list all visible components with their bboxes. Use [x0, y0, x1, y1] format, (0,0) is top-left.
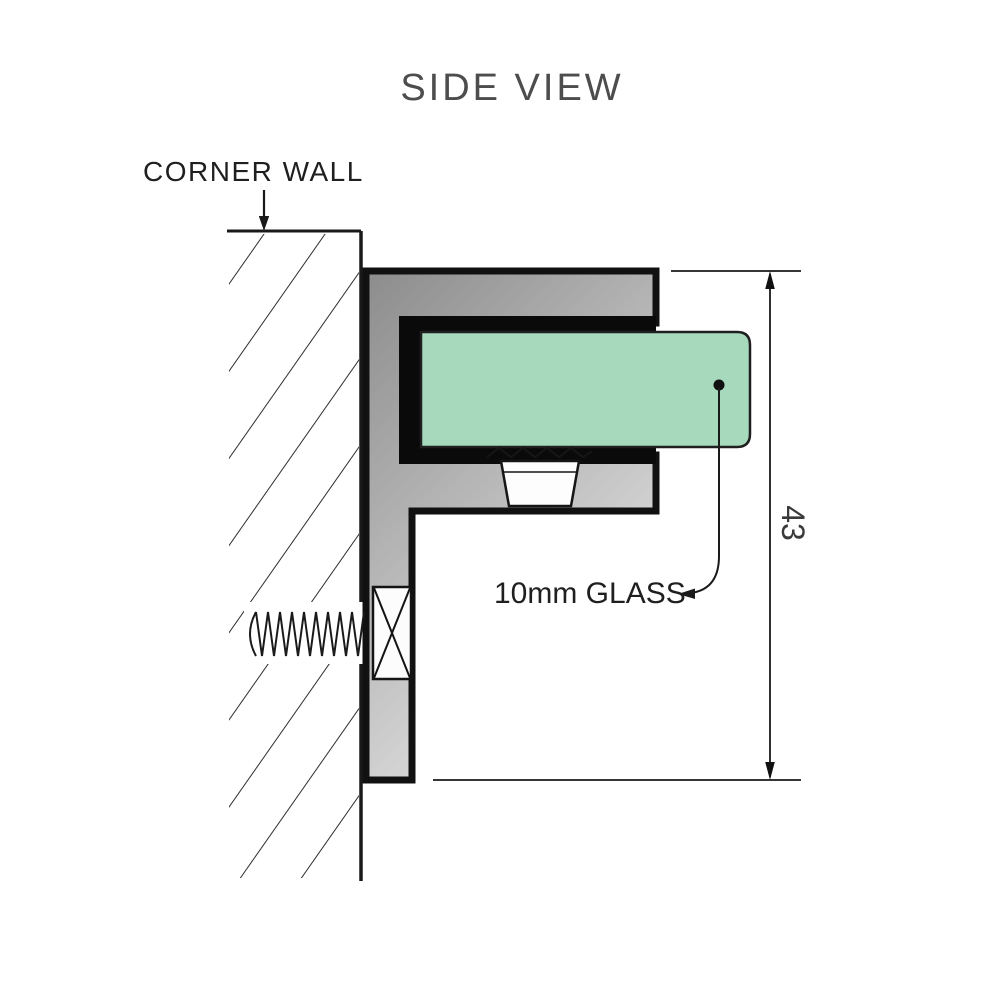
- up-arrowhead-icon: [765, 271, 775, 289]
- gasket-body: [499, 459, 581, 508]
- glass-callout: 10mm GLASS: [494, 379, 725, 610]
- wall: [227, 229, 363, 881]
- screw-anchor-diagonal-2: [373, 587, 411, 679]
- gasket-thread-line: [486, 446, 593, 459]
- down-arrowhead-icon-2: [765, 762, 775, 780]
- height-dimension: 43: [433, 270, 811, 781]
- left-arrowhead-icon: [678, 588, 695, 599]
- screw-tip: [249, 611, 257, 657]
- wall-hatching: [229, 234, 359, 878]
- leader-line: [687, 388, 720, 595]
- page-title: SIDE VIEW: [400, 67, 623, 109]
- gasket: [486, 446, 593, 508]
- glass-label: 10mm GLASS: [494, 577, 686, 610]
- leader-dot: [713, 379, 725, 391]
- corner-wall-label: CORNER WALL: [143, 156, 364, 187]
- glass-panel: [419, 330, 752, 449]
- dimension-value: 43: [775, 505, 811, 541]
- screw-thread: [255, 611, 365, 657]
- corner-wall-callout: CORNER WALL: [143, 156, 364, 231]
- down-arrowhead-icon: [258, 216, 270, 231]
- fixing-screw: [249, 585, 413, 681]
